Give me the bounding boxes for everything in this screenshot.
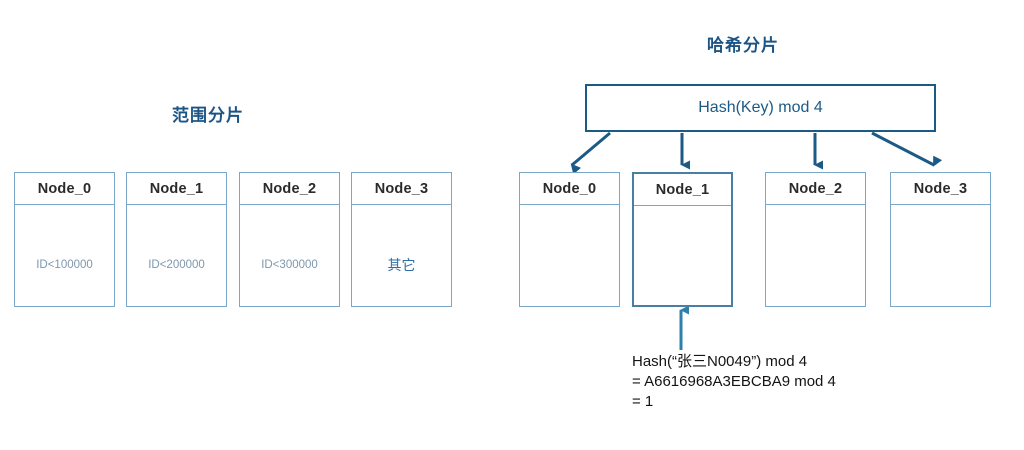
range-node-label-3: Node_3 [352,173,451,205]
range-node-box-3: Node_3 其它 [351,172,452,307]
hash-node-box-1: Node_1 [632,172,733,307]
formula-line-1: = A6616968A3EBCBA9 mod 4 [632,373,836,390]
range-node-label-2: Node_2 [240,173,339,205]
hash-node-label-0: Node_0 [520,173,619,205]
hash-node-body-3 [891,205,990,306]
hash-example-formula: Hash(“张三N0049”) mod 4 = A6616968A3EBCBA9… [632,352,836,412]
range-node-body-0: ID<100000 [15,205,114,306]
arrow-to-hash-node-3 [871,131,943,167]
range-node-rule-3: 其它 [387,256,416,273]
hash-node-label-2: Node_2 [766,173,865,205]
hash-node-body-2 [766,205,865,306]
hash-function-label: Hash(Key) mod 4 [698,99,823,116]
hash-function-box: Hash(Key) mod 4 [585,84,936,132]
hash-node-box-0: Node_0 [519,172,620,307]
hash-node-box-3: Node_3 [890,172,991,307]
hash-sharding-title: 哈希分片 [707,36,779,55]
formula-line-0: Hash(“张三N0049”) mod 4 [632,353,808,370]
range-node-body-1: ID<200000 [127,205,226,306]
hash-node-body-0 [520,205,619,306]
range-node-body-3: 其它 [352,205,451,306]
range-node-body-2: ID<300000 [240,205,339,306]
range-node-label-0: Node_0 [15,173,114,205]
hash-node-box-2: Node_2 [765,172,866,307]
hash-node-label-1: Node_1 [634,174,731,206]
range-sharding-title: 范围分片 [172,106,244,125]
range-node-label-1: Node_1 [127,173,226,205]
range-node-rule-0: ID<100000 [36,258,93,271]
arrow-to-hash-node-0 [570,131,611,175]
formula-line-2: = 1 [632,393,654,410]
range-node-box-2: Node_2 ID<300000 [239,172,340,307]
hash-node-label-3: Node_3 [891,173,990,205]
range-node-box-1: Node_1 ID<200000 [126,172,227,307]
range-node-rule-1: ID<200000 [148,258,205,271]
range-node-box-0: Node_0 ID<100000 [14,172,115,307]
hash-node-body-1 [634,206,731,305]
range-node-rule-2: ID<300000 [261,258,318,271]
